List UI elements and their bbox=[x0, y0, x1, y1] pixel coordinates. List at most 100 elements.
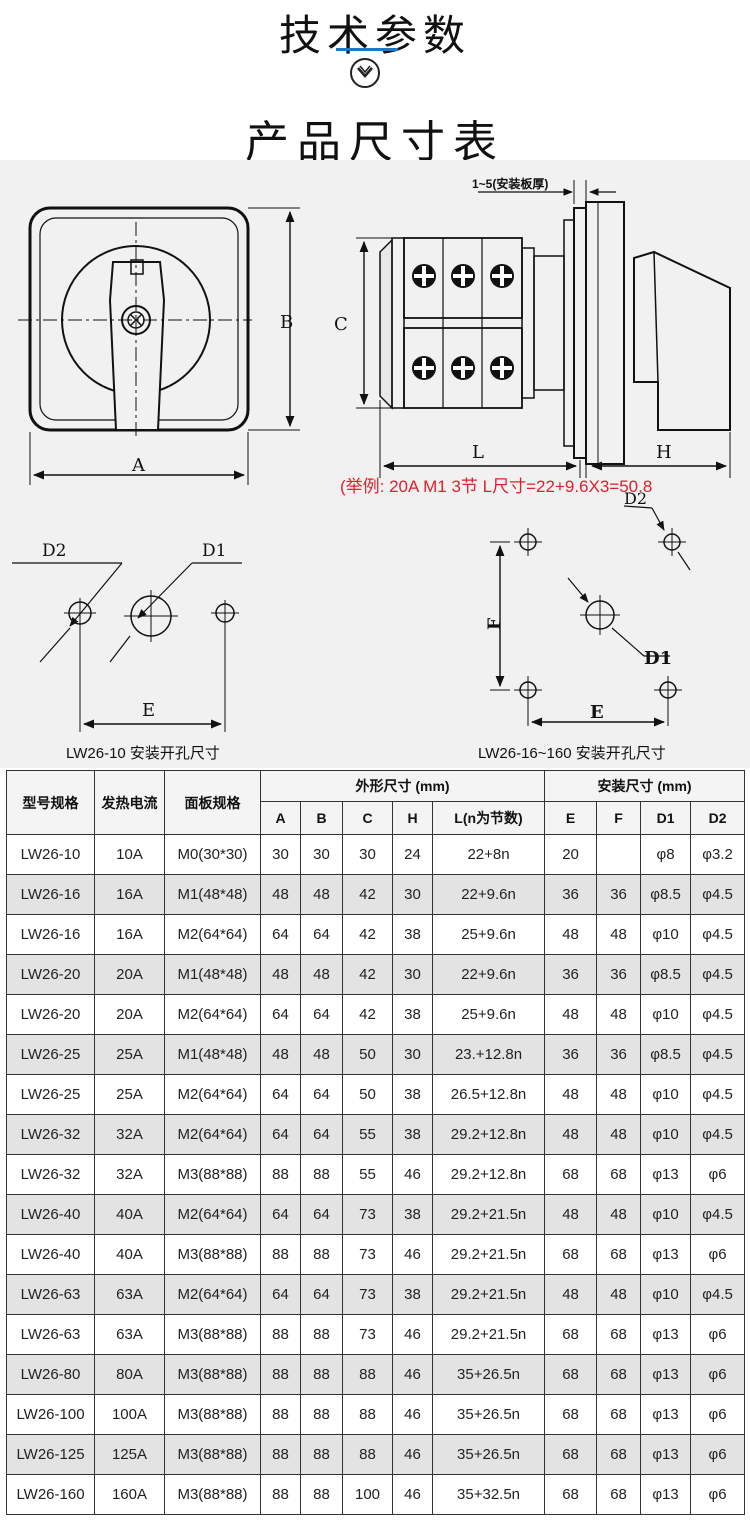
cell-d2: φ6 bbox=[690, 1314, 746, 1355]
title-underline bbox=[336, 48, 398, 51]
cell-l: 35+32.5n bbox=[431, 1474, 546, 1515]
cell-d2: φ3.2 bbox=[690, 834, 746, 875]
cell-panel: M1(48*48) bbox=[164, 874, 261, 915]
cell-h: 30 bbox=[392, 954, 433, 995]
cell-h: 46 bbox=[392, 1434, 433, 1475]
cell-h: 38 bbox=[392, 1074, 433, 1115]
cell-panel: M2(64*64) bbox=[164, 1114, 261, 1155]
cell-f: 68 bbox=[596, 1314, 642, 1355]
cell-d1: φ13 bbox=[640, 1154, 692, 1195]
cell-model: LW26-16 bbox=[6, 874, 95, 915]
cell-c: 88 bbox=[342, 1434, 393, 1475]
dim-label-e-left: E bbox=[142, 700, 155, 721]
cell-f: 48 bbox=[596, 1194, 642, 1235]
cell-f: 48 bbox=[596, 1114, 642, 1155]
cell-d2: φ4.5 bbox=[690, 914, 746, 955]
cell-b: 88 bbox=[300, 1434, 343, 1475]
cell-e: 68 bbox=[544, 1314, 598, 1355]
cell-h: 46 bbox=[392, 1354, 433, 1395]
front-view bbox=[18, 206, 300, 485]
cell-panel: M1(48*48) bbox=[164, 954, 261, 995]
cell-e: 20 bbox=[544, 834, 598, 875]
cell-a: 64 bbox=[260, 1274, 301, 1315]
dim-label-f: F bbox=[485, 618, 505, 630]
cell-l: 35+26.5n bbox=[431, 1354, 546, 1395]
cell-c: 42 bbox=[342, 874, 393, 915]
cell-a: 64 bbox=[260, 914, 301, 955]
cell-model: LW26-80 bbox=[6, 1354, 95, 1395]
cell-b: 88 bbox=[300, 1354, 343, 1395]
cell-d2: φ6 bbox=[690, 1234, 746, 1275]
page-subtitle: 产品尺寸表 bbox=[245, 117, 505, 168]
cell-h: 46 bbox=[392, 1234, 433, 1275]
header-d2: D2 bbox=[690, 801, 746, 835]
cell-f: 68 bbox=[596, 1434, 642, 1475]
cell-h: 38 bbox=[392, 1114, 433, 1155]
cell-d1: φ13 bbox=[640, 1474, 692, 1515]
cell-l: 25+9.6n bbox=[431, 994, 546, 1035]
cell-e: 68 bbox=[544, 1234, 598, 1275]
cell-panel: M1(48*48) bbox=[164, 1034, 261, 1075]
cell-f: 36 bbox=[596, 1034, 642, 1075]
cell-h: 30 bbox=[392, 874, 433, 915]
cell-panel: M3(88*88) bbox=[164, 1154, 261, 1195]
technical-drawing-svg: B A bbox=[12, 176, 731, 762]
cell-b: 88 bbox=[300, 1154, 343, 1195]
cell-b: 48 bbox=[300, 874, 343, 915]
cell-d2: φ4.5 bbox=[690, 874, 746, 915]
cell-a: 88 bbox=[260, 1354, 301, 1395]
cell-a: 48 bbox=[260, 874, 301, 915]
cell-a: 48 bbox=[260, 1034, 301, 1075]
cell-d2: φ4.5 bbox=[690, 1074, 746, 1115]
header-outer-dimensions: 外形尺寸 (mm) bbox=[259, 770, 546, 802]
cell-model: LW26-16 bbox=[6, 914, 95, 955]
cell-model: LW26-63 bbox=[6, 1314, 95, 1355]
cell-a: 88 bbox=[260, 1434, 301, 1475]
cell-d1: φ10 bbox=[640, 1114, 692, 1155]
header-model: 型号规格 bbox=[6, 770, 95, 835]
cell-d1: φ13 bbox=[640, 1314, 692, 1355]
cell-panel: M2(64*64) bbox=[164, 1274, 261, 1315]
cell-model: LW26-25 bbox=[6, 1074, 95, 1115]
cell-a: 64 bbox=[260, 1194, 301, 1235]
dim-label-d2-left: D2 bbox=[42, 541, 66, 561]
dimension-table-wrap: 型号规格 发热电流 面板规格 外形尺寸 (mm) 安装尺寸 (mm) A B C… bbox=[6, 770, 746, 1515]
cell-l: 22+8n bbox=[431, 834, 546, 875]
cell-model: LW26-32 bbox=[6, 1154, 95, 1195]
cell-panel: M3(88*88) bbox=[164, 1314, 261, 1355]
cell-l: 22+9.6n bbox=[431, 954, 546, 995]
cell-h: 38 bbox=[392, 994, 433, 1035]
cell-model: LW26-63 bbox=[6, 1274, 95, 1315]
cell-model: LW26-25 bbox=[6, 1034, 95, 1075]
cell-f: 48 bbox=[596, 914, 642, 955]
cell-d1: φ13 bbox=[640, 1234, 692, 1275]
cell-h: 38 bbox=[392, 1274, 433, 1315]
cell-b: 64 bbox=[300, 994, 343, 1035]
cell-c: 55 bbox=[342, 1154, 393, 1195]
cell-c: 50 bbox=[342, 1034, 393, 1075]
cell-b: 64 bbox=[300, 1114, 343, 1155]
cell-e: 36 bbox=[544, 1034, 598, 1075]
cell-b: 64 bbox=[300, 1074, 343, 1115]
cell-b: 64 bbox=[300, 1274, 343, 1315]
panel-thickness-label: 1~5(安装板厚) bbox=[472, 176, 548, 191]
cell-current: 25A bbox=[94, 1034, 165, 1075]
cell-e: 68 bbox=[544, 1354, 598, 1395]
cell-model: LW26-100 bbox=[6, 1394, 95, 1435]
cell-a: 88 bbox=[260, 1474, 301, 1515]
section-title: 技术参数 bbox=[278, 11, 471, 60]
cell-current: 63A bbox=[94, 1274, 165, 1315]
cell-d2: φ6 bbox=[690, 1354, 746, 1395]
cell-a: 48 bbox=[260, 954, 301, 995]
cell-b: 30 bbox=[300, 834, 343, 875]
cell-b: 64 bbox=[300, 914, 343, 955]
cell-c: 42 bbox=[342, 954, 393, 995]
cell-f: 68 bbox=[596, 1354, 642, 1395]
